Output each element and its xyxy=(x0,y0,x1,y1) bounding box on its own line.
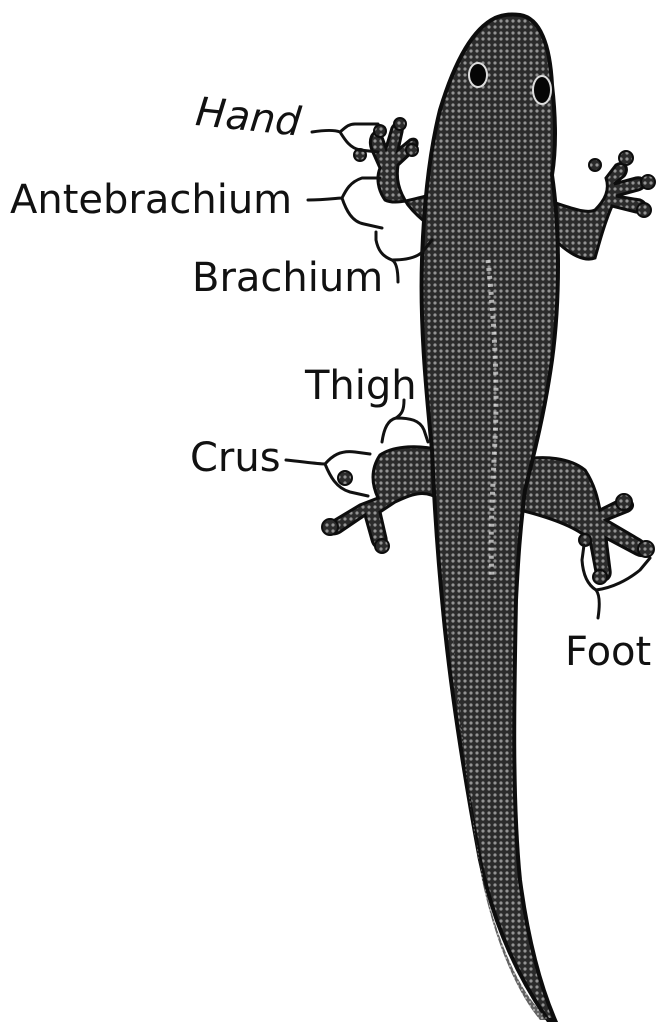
label-thigh: Thigh xyxy=(305,366,417,406)
hind-right-limb xyxy=(520,458,654,584)
front-right-limb xyxy=(545,151,655,259)
label-foot: Foot xyxy=(565,632,651,672)
left-eye xyxy=(469,63,487,87)
label-hand: Hand xyxy=(194,92,303,143)
label-brachium: Brachium xyxy=(192,258,383,298)
hind-left-limb xyxy=(322,447,440,553)
crus-leader-line xyxy=(286,452,370,496)
antebrachium-leader-line xyxy=(308,178,382,228)
label-antebrachium: Antebrachium xyxy=(10,180,292,220)
right-eye xyxy=(533,76,551,104)
hand-leader-line xyxy=(312,124,378,152)
label-crus: Crus xyxy=(190,438,281,478)
